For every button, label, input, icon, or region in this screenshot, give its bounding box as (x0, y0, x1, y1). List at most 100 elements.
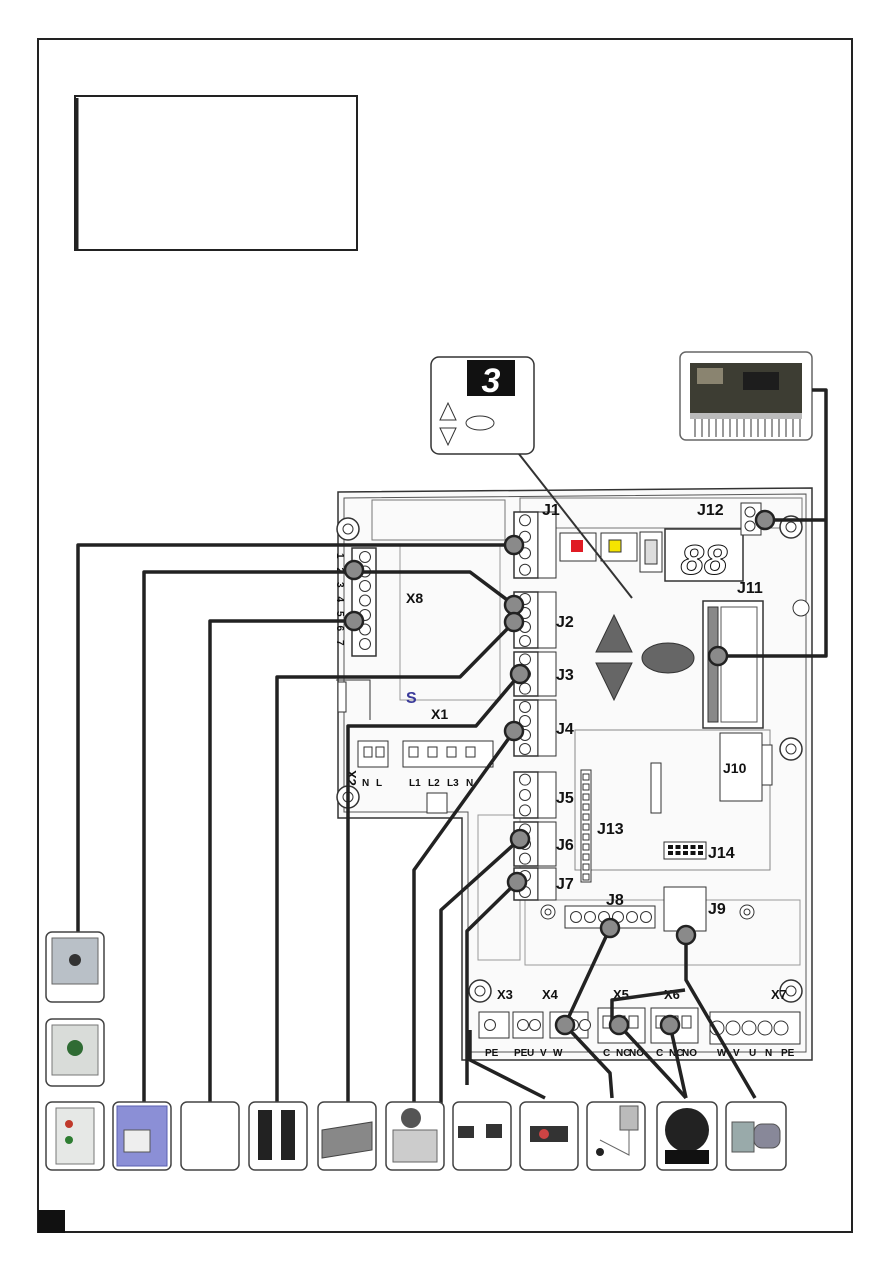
x1-pin-label: N (466, 778, 473, 789)
terminal-screw (519, 682, 531, 695)
screw-icon (336, 515, 810, 1003)
terminal-pin (628, 1015, 639, 1029)
module-pin (799, 413, 801, 437)
x4-pin-label: U (527, 1048, 534, 1059)
x1-pin-label: L1 (409, 778, 421, 789)
panel-up-icon[interactable] (439, 401, 457, 421)
connection-node (503, 534, 525, 556)
label-j3: J3 (556, 667, 574, 684)
x1-pin (427, 746, 438, 758)
terminal-block-side (537, 651, 557, 697)
key-selector-icon (45, 931, 105, 1003)
x7-pin (773, 1020, 789, 1036)
label-j12: J12 (697, 502, 724, 519)
red-led (571, 540, 583, 552)
connection-node (503, 720, 525, 742)
x7-pin-label: V (733, 1048, 740, 1059)
ok-button[interactable] (641, 642, 695, 674)
x7-pin (757, 1020, 773, 1036)
label-s: S (406, 690, 417, 707)
header-pin (582, 833, 590, 841)
jumper (337, 681, 347, 713)
x5-pin-label: C (603, 1048, 610, 1059)
header-pin (582, 773, 590, 781)
panel-ok-button[interactable] (465, 415, 495, 431)
x8-pin-label: 5 (334, 611, 345, 617)
header-pin (698, 845, 703, 849)
terminal-screw (519, 804, 531, 817)
yellow-led (608, 539, 622, 553)
module-pin (764, 413, 766, 437)
x2-pin-label: L (376, 778, 382, 789)
j8-pin (626, 911, 638, 923)
x8-pin (359, 594, 371, 607)
terminal-screw (519, 653, 531, 666)
panel-down-icon[interactable] (439, 427, 457, 447)
terminal-screw (519, 563, 531, 576)
connection-node (343, 610, 365, 632)
seven-segment-display (664, 528, 744, 582)
header-pin (582, 843, 590, 851)
connection-node (608, 1014, 630, 1036)
x7-pin-label: PE (781, 1048, 795, 1059)
header-pin (690, 845, 696, 849)
x6-pin-label: C (656, 1048, 663, 1059)
push-button-icon (45, 1018, 105, 1087)
j10-connector (719, 732, 763, 802)
terminal-screw (519, 635, 531, 647)
pull-switch-icon (586, 1101, 646, 1171)
label-j8: J8 (606, 892, 624, 909)
connection-node (509, 663, 531, 685)
up-arrow-icon[interactable] (595, 613, 633, 653)
header-pin (582, 793, 590, 801)
x8-pin (359, 551, 371, 563)
terminal-pin (681, 1015, 692, 1029)
label-j14: J14 (708, 845, 735, 862)
page-frame (37, 38, 853, 1233)
x1-pin-label: L2 (428, 778, 440, 789)
module-pin (743, 413, 745, 437)
label-j13: J13 (597, 821, 624, 838)
label-j1: J1 (542, 502, 560, 519)
connection-node (675, 924, 697, 946)
x6-pin-label: NO (682, 1048, 697, 1059)
down-arrow-icon[interactable] (595, 662, 633, 702)
blank-icon (180, 1101, 240, 1171)
terminal-pin (484, 1019, 496, 1031)
label-x1: X1 (431, 706, 448, 722)
label-x3: X3 (497, 987, 513, 1002)
x4-pin-label: PE (514, 1048, 528, 1059)
j8-pin (584, 911, 596, 923)
panel-digit: 3 (482, 362, 501, 400)
x1-pin (408, 746, 419, 758)
module-pin (757, 413, 759, 437)
label-x4: X4 (542, 987, 559, 1002)
label-j6: J6 (556, 837, 574, 854)
x4-pin-label: V (540, 1048, 547, 1059)
connection-node (503, 594, 525, 616)
header-pin (668, 851, 673, 855)
x8-pin-label: 7 (334, 640, 345, 646)
module-pin (729, 413, 731, 437)
connection-node (343, 559, 365, 581)
x5-pin-label: NO (629, 1048, 644, 1059)
terminal-block-side (537, 821, 557, 867)
light-barrier-icon (519, 1101, 579, 1171)
x7-pin-label: U (749, 1048, 756, 1059)
terminal-screw (519, 701, 531, 713)
module-pin (750, 413, 752, 437)
label-x7: X7 (771, 987, 787, 1002)
connection-node (754, 509, 776, 531)
x8-pin-label: 6 (334, 626, 345, 632)
x1-pin-label: L3 (447, 778, 459, 789)
module-pin (778, 413, 780, 437)
label-j11: J11 (737, 580, 763, 597)
header-pin (690, 851, 696, 855)
control-board: 88 (336, 487, 813, 1061)
connection-node (659, 1014, 681, 1036)
connection-nodes (343, 509, 776, 1036)
j14-header (663, 841, 707, 860)
led-housing (600, 532, 638, 562)
terminal-block-side (537, 591, 557, 649)
safety-edge-icon (112, 1101, 172, 1171)
